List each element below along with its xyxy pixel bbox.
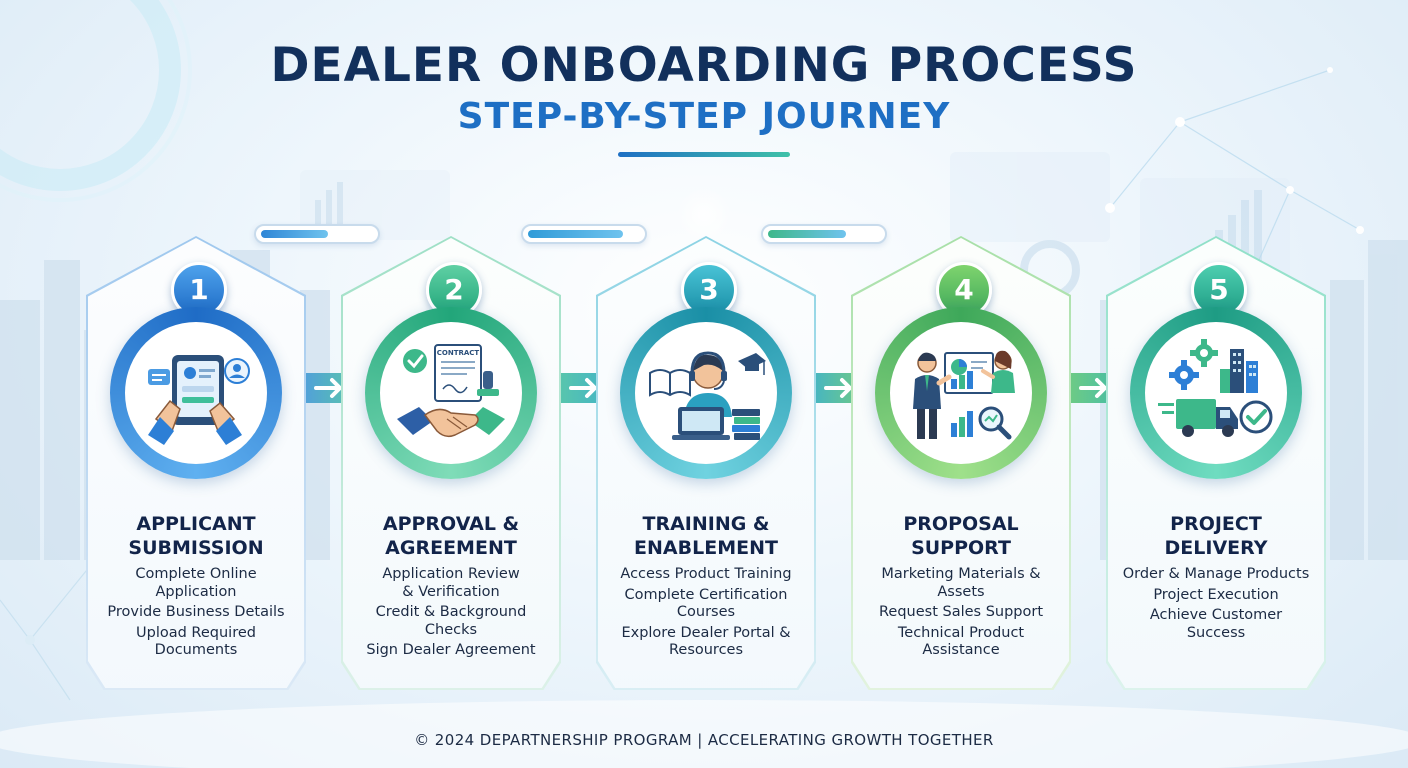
progress-fill-3 <box>768 230 846 238</box>
step-item: Application Review & Verification <box>382 566 520 600</box>
step-item: Credit & Background Checks <box>375 604 527 638</box>
delivery-truck-icon <box>1158 339 1273 437</box>
title-divider <box>618 152 790 157</box>
step-icon-ring <box>620 307 792 479</box>
step-title-line: DELIVERY <box>1164 537 1268 559</box>
step-title: APPLICANT SUBMISSION <box>88 512 304 560</box>
page-title: DEALER ONBOARDING PROCESS <box>270 38 1138 93</box>
training-headset-icon <box>649 351 766 440</box>
progress-bar-1 <box>254 224 380 244</box>
step-icon-ring: CONTRACT <box>365 307 537 479</box>
step-icon-ring <box>875 307 1047 479</box>
step-item: Technical Product Assistance <box>897 624 1025 659</box>
presentation-support-icon <box>913 350 1015 440</box>
step-items: Order & Manage Products Project Executio… <box>1108 566 1324 645</box>
step-item: Complete Certification Courses <box>624 586 788 621</box>
step-title-line: TRAINING & <box>642 513 770 535</box>
footer-text: © 2024 DEPARTNERSHIP PROGRAM | ACCELERAT… <box>414 731 994 749</box>
step-item: Achieve Customer Success <box>1149 607 1283 641</box>
step-title-line: PROJECT <box>1170 513 1262 535</box>
step-title-line: SUBMISSION <box>128 537 264 559</box>
step-icon-circle <box>890 322 1032 464</box>
step-title-line: APPLICANT <box>136 513 256 535</box>
step-icon-ring <box>1130 307 1302 479</box>
step-icon-ring <box>110 307 282 479</box>
step-title-line: SUPPORT <box>911 537 1011 559</box>
progress-fill-1 <box>261 230 328 238</box>
step-items: Complete Online Application Provide Busi… <box>88 566 304 663</box>
step-item: Provide Business Details <box>107 604 285 620</box>
contract-label: CONTRACT <box>437 349 480 357</box>
step-title: APPROVAL & AGREEMENT <box>343 512 559 560</box>
step-title-line: AGREEMENT <box>385 537 517 559</box>
step-icon-circle <box>1145 322 1287 464</box>
step-items: Access Product Training Complete Certifi… <box>598 566 814 663</box>
tablet-application-icon <box>148 355 250 445</box>
step-item: Marketing Materials & Assets <box>881 566 1041 600</box>
step-item: Request Sales Support <box>878 604 1044 620</box>
page-subtitle: STEP-BY-STEP JOURNEY <box>457 96 951 137</box>
progress-bar-2 <box>521 224 647 244</box>
step-items: Marketing Materials & Assets Request Sal… <box>853 566 1069 663</box>
step-title-line: ENABLEMENT <box>634 537 778 559</box>
step-icon-circle: CONTRACT <box>380 322 522 464</box>
step-icon-circle <box>635 322 777 464</box>
step-item: Project Execution <box>1153 586 1279 603</box>
handshake-contract-icon: CONTRACT <box>397 344 505 438</box>
step-title: PROJECT DELIVERY <box>1108 512 1324 560</box>
step-icon-circle <box>125 322 267 464</box>
step-title: TRAINING & ENABLEMENT <box>598 512 814 560</box>
step-item: Sign Dealer Agreement <box>366 642 536 658</box>
step-item: Complete Online Application <box>135 566 257 600</box>
step-item: Order & Manage Products <box>1122 566 1310 582</box>
step-item: Access Product Training <box>620 566 792 582</box>
step-title-line: PROPOSAL <box>903 513 1019 535</box>
step-title-line: APPROVAL & <box>382 513 520 535</box>
step-item: Upload Required Documents <box>136 624 256 659</box>
progress-bar-3 <box>761 224 887 244</box>
step-item: Explore Dealer Portal & Resources <box>621 624 791 659</box>
step-items: Application Review & Verification Credit… <box>343 566 559 663</box>
progress-fill-2 <box>528 230 623 238</box>
step-title: PROPOSAL SUPPORT <box>853 512 1069 560</box>
